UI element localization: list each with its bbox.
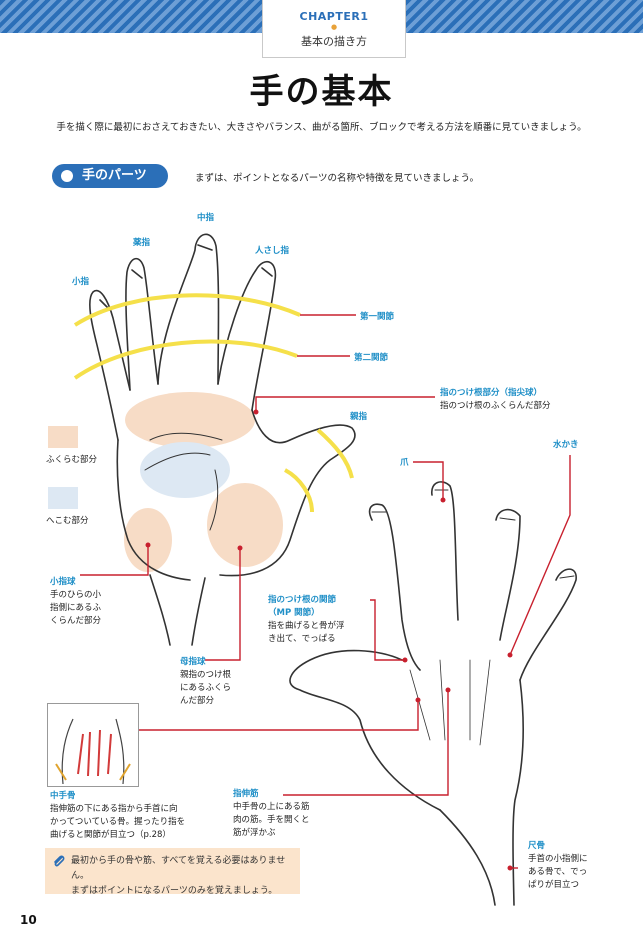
section-pill: 手のパーツ <box>52 164 168 188</box>
pill-dot-icon <box>61 170 73 182</box>
thenar-desc-3: んだ部分 <box>180 696 215 706</box>
ulna-callout: 尺骨 手首の小指側に ある骨で、でっ ぱりが目立つ <box>528 840 588 892</box>
mp-joint-desc-1: 指を曲げると骨が浮 <box>268 621 345 631</box>
extensor-name: 指伸筋 <box>233 789 259 799</box>
chapter-subtitle: 基本の描き方 <box>301 35 367 48</box>
mp-joint-desc-2: き出て、でっぱる <box>268 634 336 644</box>
second-joint-arc <box>73 339 298 380</box>
label-ring-finger: 薬指 <box>133 238 151 248</box>
label-nail: 爪 <box>400 458 409 468</box>
back-hand-outline <box>289 481 577 906</box>
metacarpal-desc-2: かってついている骨。握ったり指を <box>50 817 186 827</box>
hypothenar-desc-2: 指側にあるふ <box>50 603 102 613</box>
paperclip-icon <box>54 855 65 867</box>
header-stripe-right <box>406 0 643 33</box>
label-second-joint: 第二関節 <box>354 353 389 363</box>
note-line-1: 最初から手の骨や筋、すべてを覚える必要はありません。 <box>71 856 286 881</box>
thenar-shading <box>207 483 283 567</box>
section-lead: まずは、ポイントとなるパーツの名称や特徴を見ていきましょう。 <box>195 173 479 184</box>
finger-base-callout: 指のつけ根部分（指尖球） 指のつけ根のふくらんだ部分 <box>440 387 551 413</box>
header-stripe-left <box>0 0 262 33</box>
palm-hollow-shading <box>140 442 230 498</box>
palm-hand-outline <box>89 233 356 646</box>
finger-base-shading <box>125 392 255 448</box>
metacarpal-desc-1: 指伸筋の下にある指から手首に向 <box>50 804 178 814</box>
ulna-desc-1: 手首の小指側に <box>528 854 588 864</box>
legend-hollow-label: へこむ部分 <box>46 516 89 526</box>
legend-hollow-swatch <box>48 487 78 509</box>
thenar-desc-1: 親指のつけ根 <box>180 670 232 680</box>
chapter-dot-icon: ● <box>330 23 338 31</box>
finger-base-desc: 指のつけ根のふくらんだ部分 <box>440 401 551 411</box>
extensor-desc-3: 筋が浮かぶ <box>233 828 276 838</box>
ulna-name: 尺骨 <box>528 841 546 851</box>
page-lead: 手を描く際に最初におさえておきたい、大きさやバランス、曲がる箇所、ブロックで考え… <box>56 122 587 133</box>
metacarpal-inset <box>47 703 139 787</box>
legend-swell-label: ふくらむ部分 <box>46 455 98 465</box>
ulna-desc-2: ある骨で、でっ <box>528 867 588 877</box>
label-thumb: 親指 <box>350 412 368 422</box>
extensor-desc-2: 肉の筋。手を開くと <box>233 815 310 825</box>
page-number: 10 <box>20 913 37 927</box>
label-index-finger: 人さし指 <box>255 246 290 256</box>
extensor-desc-1: 中手骨の上にある筋 <box>233 802 310 812</box>
thenar-name: 母指球 <box>180 657 206 667</box>
thenar-callout: 母指球 親指のつけ根 にあるふくら んだ部分 <box>180 656 231 708</box>
extensor-callout: 指伸筋 中手骨の上にある筋 肉の筋。手を開くと 筋が浮かぶ <box>233 788 310 840</box>
page-title: 手の基本 <box>249 72 394 112</box>
thenar-desc-2: にあるふくら <box>180 683 232 693</box>
metacarpal-desc-3: 曲げると関節が目立つ（p.28） <box>50 830 171 840</box>
ulna-desc-3: ぱりが目立つ <box>528 880 580 890</box>
hypothenar-callout: 小指球 手のひらの小 指側にあるふ くらんだ部分 <box>50 576 101 628</box>
metacarpal-callout: 中手骨 指伸筋の下にある指から手首に向 かってついている骨。握ったり指を 曲げる… <box>50 790 185 842</box>
hypothenar-shading <box>124 508 172 572</box>
label-little-finger: 小指 <box>72 277 90 287</box>
first-joint-arc <box>73 293 301 327</box>
pointer-lines <box>80 314 571 869</box>
thumb-joint-arc-1 <box>316 428 354 479</box>
metacarpal-name: 中手骨 <box>50 791 76 801</box>
thumb-joint-arc-2 <box>283 468 314 513</box>
pointer-dots <box>145 409 513 871</box>
note-box: 最初から手の骨や筋、すべてを覚える必要はありません。 まずはポイントになるパーツ… <box>45 848 300 896</box>
label-middle-finger: 中指 <box>197 213 215 223</box>
label-first-joint: 第一関節 <box>360 312 395 322</box>
hypothenar-desc-3: くらんだ部分 <box>50 616 102 626</box>
section-pill-label: 手のパーツ <box>82 168 147 183</box>
mp-joint-name-2: （MP 関節） <box>268 608 320 618</box>
note-line-2: まずはポイントになるパーツのみを覚えましょう。 <box>71 886 278 896</box>
hypothenar-name: 小指球 <box>50 577 76 587</box>
chapter-label: CHAPTER1 <box>299 10 369 23</box>
mp-joint-callout: 指のつけ根の関節 （MP 関節） 指を曲げると骨が浮 き出て、でっぱる <box>268 594 345 646</box>
legend-swell-swatch <box>48 426 78 448</box>
hypothenar-desc-1: 手のひらの小 <box>50 590 102 600</box>
mp-joint-name-1: 指のつけ根の関節 <box>268 595 337 605</box>
metacarpal-inset-drawing <box>55 718 131 785</box>
label-webbing: 水かき <box>553 440 579 450</box>
chapter-box: CHAPTER1 ● 基本の描き方 <box>262 0 406 58</box>
finger-base-name: 指のつけ根部分（指尖球） <box>440 388 543 398</box>
